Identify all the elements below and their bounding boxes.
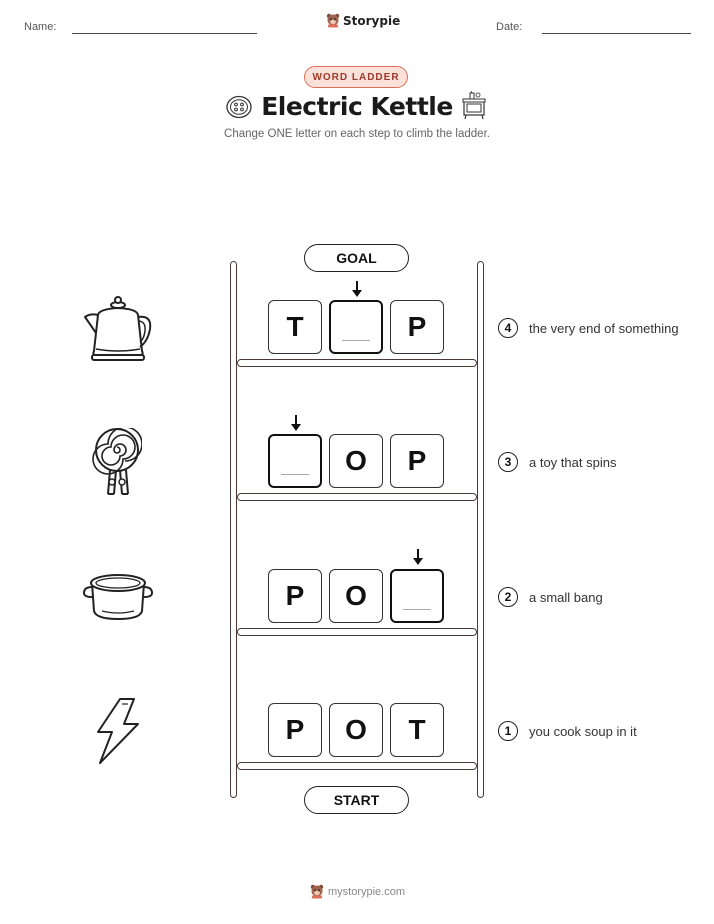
ladder-rung <box>237 762 477 770</box>
letter-tile: P <box>390 300 444 354</box>
spiral-top-icon <box>92 428 142 495</box>
brand-name: Storypie <box>343 13 401 28</box>
blank-letter-tile[interactable] <box>329 300 383 354</box>
brand: Storypie <box>326 13 400 28</box>
page-title: Electric Kettle <box>261 92 453 121</box>
ladder-rail-right <box>477 261 484 798</box>
letter-tile: O <box>329 569 383 623</box>
name-line[interactable] <box>72 33 257 34</box>
ladder-rail-left <box>230 261 237 798</box>
arrow-down-icon <box>352 281 362 297</box>
clue-text: a toy that spins <box>529 455 617 470</box>
lightning-icon <box>97 698 139 764</box>
arrow-down-icon <box>413 549 423 565</box>
button-icon <box>226 95 252 119</box>
footer: mystorypie.com <box>310 884 405 899</box>
instructions: Change ONE letter on each step to climb … <box>224 128 490 140</box>
word-ladder-badge: WORD LADDER <box>304 66 408 88</box>
stove-icon <box>462 91 486 120</box>
step-number: 4 <box>498 318 518 338</box>
letter-tile: T <box>390 703 444 757</box>
step-number: 2 <box>498 587 518 607</box>
letter-tile: P <box>390 434 444 488</box>
name-label: Name: <box>24 21 57 33</box>
letter-tile: O <box>329 703 383 757</box>
ladder-rung <box>237 493 477 501</box>
date-line[interactable] <box>542 33 691 34</box>
clue-text: a small bang <box>529 590 603 605</box>
date-label: Date: <box>496 21 523 33</box>
bear-logo-icon <box>326 13 340 28</box>
step-number: 1 <box>498 721 518 741</box>
write-line <box>342 340 370 341</box>
arrow-down-icon <box>291 415 301 431</box>
footer-url[interactable]: mystorypie.com <box>328 885 406 898</box>
kettle-icon <box>83 296 152 361</box>
blank-letter-tile[interactable] <box>268 434 322 488</box>
blank-letter-tile[interactable] <box>390 569 444 623</box>
letter-tile: P <box>268 703 322 757</box>
letter-tile: P <box>268 569 322 623</box>
ladder-rung <box>237 628 477 636</box>
step-number: 3 <box>498 452 518 472</box>
letter-tile: T <box>268 300 322 354</box>
clue-text: the very end of something <box>529 321 679 336</box>
bear-logo-icon <box>310 884 324 899</box>
write-line <box>281 474 309 475</box>
start-label: START <box>304 786 409 814</box>
clue-text: you cook soup in it <box>529 724 637 739</box>
ladder-rung <box>237 359 477 367</box>
write-line <box>403 609 431 610</box>
pot-icon <box>82 574 154 621</box>
letter-tile: O <box>329 434 383 488</box>
goal-label: GOAL <box>304 244 409 272</box>
